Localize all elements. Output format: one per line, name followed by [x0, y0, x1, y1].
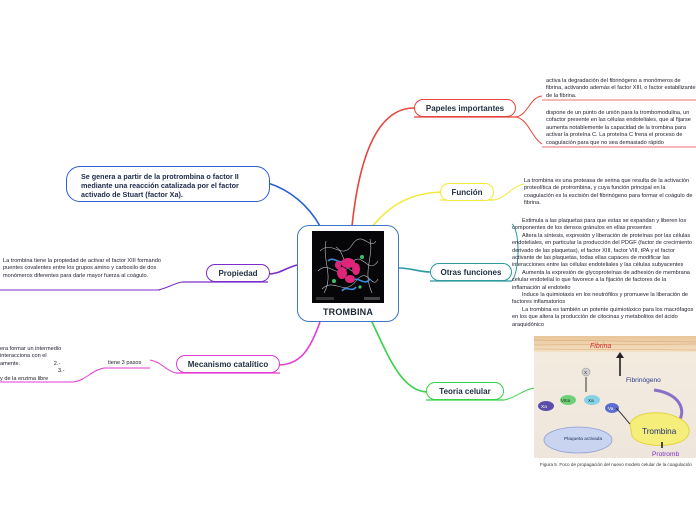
note-mecanismo-detail-2: interacciona con el	[0, 353, 47, 360]
fig-label-plaqueta: Plaqueta activada	[564, 436, 602, 442]
fig-label-x: X	[584, 370, 587, 375]
branch-line-funcion-note	[493, 183, 525, 201]
branch-line-mecanismo-note	[73, 367, 105, 383]
fig-label-xa: Xa	[588, 398, 594, 403]
topic-teoria-label: Teoria celular	[439, 387, 491, 396]
fig-label-xa-left: Xa	[541, 404, 547, 410]
coagulation-diagram: Fibrina Fibrinógeno Trombina Protromb Pl…	[534, 336, 696, 458]
branch-line-mecanismo	[277, 321, 321, 366]
note-otras-4: Induce la quimiotaxis en los neutrófilos…	[512, 292, 696, 307]
topic-funcion[interactable]: Función	[440, 183, 494, 201]
note-propiedad: La trombina tiene la propiedad de activa…	[3, 258, 163, 280]
note-mecanismo-detail-6: y de la enzima libre	[0, 375, 49, 382]
topic-mecanismo-catalitico[interactable]: Mecanismo catalítico	[176, 355, 280, 373]
fig-label-fibrina: Fibrina	[590, 343, 612, 350]
note-papeles-1: activa la degradación del fibrinógeno a …	[546, 78, 696, 100]
note-mecanismo-detail-row4: 3.-	[0, 368, 80, 375]
branch-line-otras	[398, 267, 431, 273]
note-mecanismo-detail-4: amente.	[0, 360, 21, 367]
topic-teoria-celular[interactable]: Teoria celular	[426, 382, 504, 400]
note-mecanismo-detail-row3: amente. 2.-	[0, 361, 80, 368]
topic-se-genera[interactable]: Se genera a partir de la protrombina o f…	[66, 166, 270, 202]
note-papeles-1-text: activa la degradación del fibrinógeno a …	[546, 78, 696, 99]
note-otras-3-text: Aumenta la expresión de glycoproteínas d…	[512, 269, 690, 291]
note-otras-funciones: Estimula a las plaquetas para que estas …	[512, 218, 696, 329]
branch-line-papeles-note1	[515, 95, 543, 118]
fig-label-trombina: Trombina	[642, 427, 677, 436]
central-topic-title: TROMBINA	[322, 307, 374, 317]
fig-label-viiia: VIIIa	[561, 398, 571, 403]
topic-genera-label: Se genera a partir de la protrombina o f…	[81, 172, 239, 199]
figure-caption: Figura 5. Foco de propagación del nuevo …	[540, 462, 692, 467]
note-otras-5: La trombina es también un potente quimio…	[512, 307, 696, 329]
branch-line-papeles	[351, 107, 415, 227]
branch-line-propiedad-note	[157, 281, 183, 291]
topic-otras-funciones[interactable]: Otras funciones	[430, 263, 512, 281]
fig-label-va: Va	[608, 406, 614, 411]
note-mecanismo-detail-3: 2.-	[53, 360, 61, 367]
topic-funcion-label: Función	[451, 188, 483, 197]
branch-line-teoria-figure	[503, 387, 535, 401]
note-mecanismo-steps: tiene 3 pasos	[108, 360, 152, 367]
fig-label-protrombina: Protromb	[652, 451, 679, 458]
topic-otras-label: Otras funciones	[440, 268, 502, 277]
note-mecanismo-detail: era formar un intermedio interacciona co…	[0, 346, 80, 383]
note-otras-1: Estimula a las plaquetas para que estas …	[512, 218, 696, 233]
note-otras-5-text: La trombina es también un potente quimio…	[512, 306, 694, 328]
note-mecanismo-detail-5: 3.-	[58, 368, 65, 375]
note-propiedad-text: La trombina tiene la propiedad de activa…	[3, 258, 161, 279]
note-otras-4-text: Induce la quimiotaxis en los neutrófilos…	[512, 292, 689, 306]
note-otras-2: Altera la síntesis, expresión y liberaci…	[512, 233, 696, 270]
topic-propiedad-label: Propiedad	[218, 269, 258, 278]
note-funcion: La trombina es una proteasa de serina qu…	[524, 178, 696, 208]
coagulation-model-figure: Fibrina Fibrinógeno Trombina Protromb Pl…	[534, 336, 696, 476]
topic-mecanismo-label: Mecanismo catalítico	[187, 360, 269, 369]
fig-label-fibrinogeno: Fibrinógeno	[626, 377, 661, 384]
central-topic[interactable]: TROMBINA	[297, 225, 399, 322]
note-otras-2-text: Altera la síntesis, expresión y liberaci…	[512, 232, 693, 269]
protein-structure-illustration	[312, 231, 384, 303]
topic-papeles-importantes[interactable]: Papeles importantes	[414, 99, 516, 117]
branch-line-mecanismo-sub	[149, 359, 177, 374]
note-papeles-2: dispone de un punto de unión para la tro…	[546, 110, 696, 147]
thrombin-protein-image	[312, 231, 384, 303]
branch-line-propiedad	[267, 264, 298, 275]
note-mecanismo-detail-1: era formar un intermedio	[0, 346, 62, 352]
note-otras-1-text: Estimula a las plaquetas para que estas …	[512, 218, 687, 232]
note-mecanismo-steps-text: tiene 3 pasos	[108, 360, 142, 366]
note-funcion-text: La trombina es una proteasa de serina qu…	[524, 178, 693, 207]
branch-line-papeles-note2	[515, 116, 543, 145]
note-papeles-2-text: dispone de un punto de unión para la tro…	[546, 110, 691, 146]
note-otras-3: Aumenta la expresión de glycoproteínas d…	[512, 270, 696, 292]
topic-propiedad[interactable]: Propiedad	[206, 264, 270, 282]
topic-papeles-label: Papeles importantes	[425, 104, 505, 113]
branch-line-genera	[267, 182, 321, 227]
branch-line-teoria	[369, 317, 429, 393]
branch-line-otras-note	[511, 223, 519, 282]
